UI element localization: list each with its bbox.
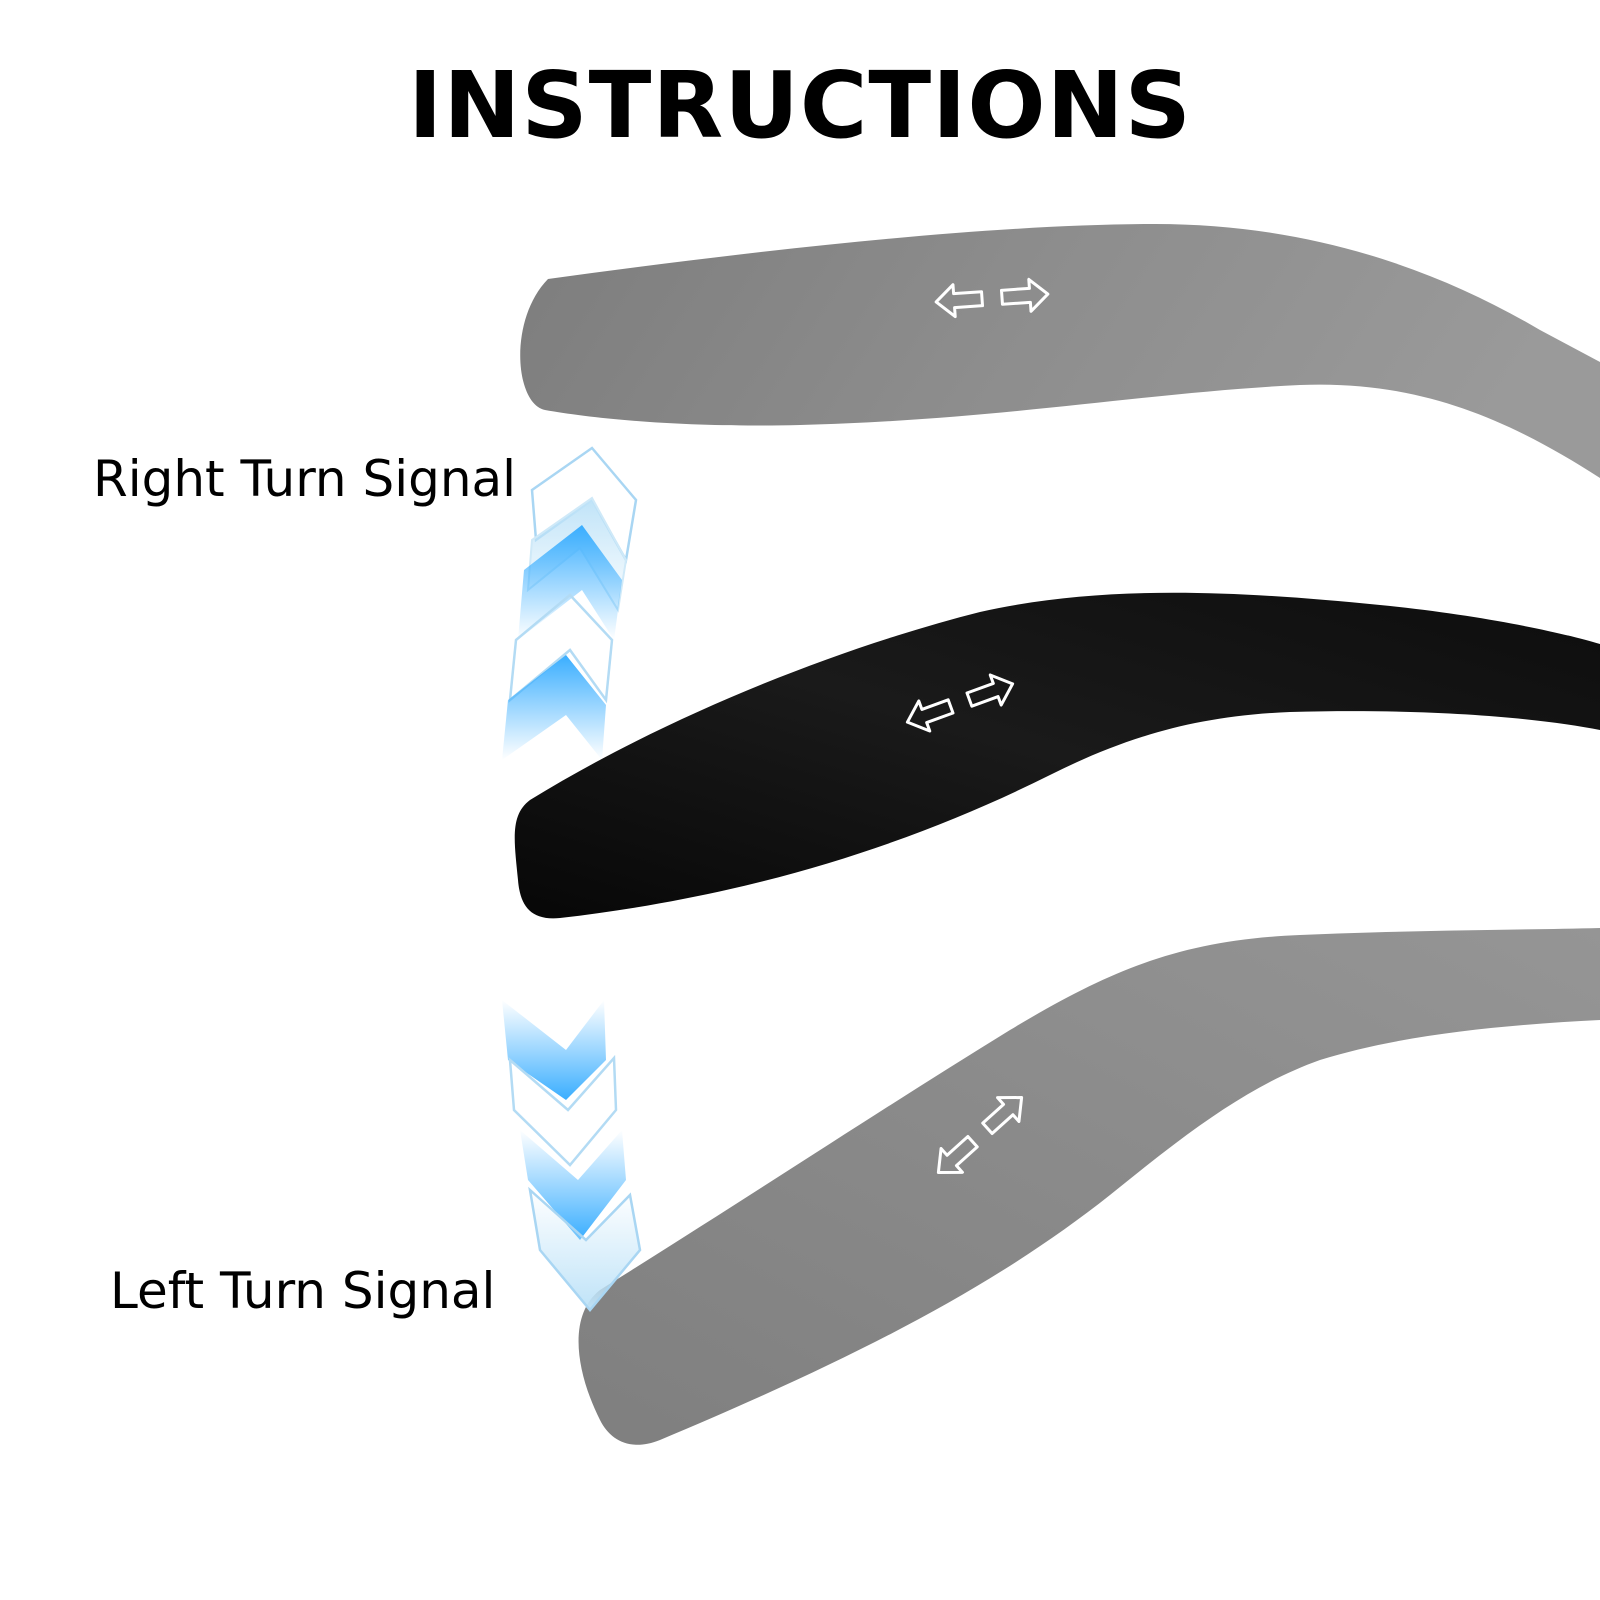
- stalk-neutral-position: [514, 592, 1600, 919]
- left-right-arrows-icon: [905, 673, 1015, 733]
- left-right-arrows-icon: [936, 1096, 1024, 1174]
- right-turn-signal-label: Right Turn Signal: [93, 450, 517, 508]
- chevron-down-icon: [502, 1000, 642, 1312]
- stalk-up-position: [520, 223, 1600, 478]
- stalk-down-position: [578, 928, 1600, 1445]
- page-title: INSTRUCTIONS: [408, 52, 1192, 159]
- left-right-arrows-icon: [934, 277, 1050, 319]
- chevron-up-icon: [502, 446, 638, 760]
- left-turn-signal-label: Left Turn Signal: [110, 1262, 496, 1320]
